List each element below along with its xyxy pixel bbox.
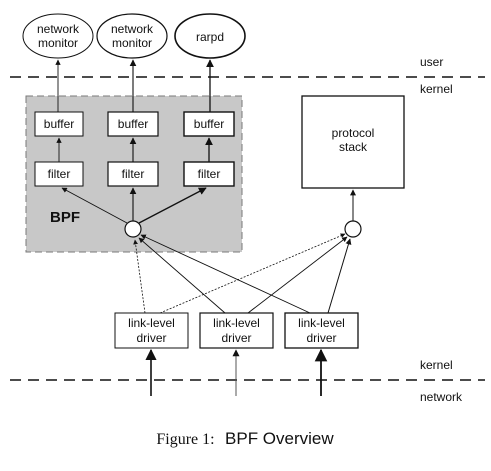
arrow-driver3-to-protocol-tap [327, 238, 352, 314]
zone-label-kernel-bottom: kernel [420, 358, 453, 372]
buffer-label-3: buffer [194, 117, 224, 131]
arrow-driver3-to-bpf-tap [140, 234, 311, 314]
buffer-label-1: buffer [44, 117, 74, 131]
filter-box-3 [183, 161, 235, 187]
arrow-tap-to-filter3 [138, 187, 207, 224]
buffer-box-2 [107, 111, 159, 137]
network-monitor-2-label-line1: network [111, 22, 154, 36]
driver-box-2 [199, 312, 274, 349]
driver-3-label-line2: driver [306, 331, 336, 345]
protocol-stack-label-line1: protocol [332, 126, 375, 140]
network-monitor-1-label-line2: monitor [38, 36, 78, 50]
buffer-box-3 [183, 111, 235, 137]
protocol-stack-label-line2: stack [339, 140, 368, 154]
filter-box-1 [34, 161, 84, 187]
driver-3-label-line1: link-level [298, 316, 345, 330]
network-monitor-1-node [22, 13, 94, 59]
network-monitor-2-label-line2: monitor [112, 36, 152, 50]
arrow-tap-to-filter1 [61, 187, 128, 224]
buffer-box-1 [34, 111, 84, 137]
filter-label-3: filter [198, 167, 221, 181]
filter-label-2: filter [122, 167, 145, 181]
buffer-label-2: buffer [118, 117, 148, 131]
bpf-tap-node [124, 220, 142, 238]
driver-box-3 [284, 312, 359, 349]
figure-caption: Figure 1: BPF Overview [156, 429, 334, 448]
bpf-label: BPF [50, 209, 80, 226]
driver-1-label-line1: link-level [128, 316, 175, 330]
driver-2-label-line1: link-level [213, 316, 260, 330]
network-monitor-1-label-line1: network [37, 22, 80, 36]
zone-label-network: network [420, 390, 463, 404]
zone-label-user: user [420, 55, 443, 69]
figure-caption-title: BPF Overview [225, 429, 334, 448]
filter-box-2 [107, 161, 159, 187]
driver-box-1 [114, 312, 189, 349]
arrow-driver2-to-bpf-tap [138, 237, 226, 314]
figure-caption-prefix: Figure 1: [156, 431, 214, 448]
rarpd-label: rarpd [196, 30, 224, 44]
network-monitor-2-node [96, 13, 168, 59]
arrow-driver1-to-bpf-tap [133, 239, 146, 314]
rarpd-node [174, 13, 246, 59]
zone-label-kernel-top: kernel [420, 82, 453, 96]
driver-1-label-line2: driver [136, 331, 166, 345]
protocol-tap-node [344, 220, 362, 238]
protocol-stack-box [301, 95, 405, 189]
arrow-driver2-to-protocol-tap [247, 236, 348, 314]
filter-label-1: filter [48, 167, 71, 181]
driver-2-label-line2: driver [221, 331, 251, 345]
